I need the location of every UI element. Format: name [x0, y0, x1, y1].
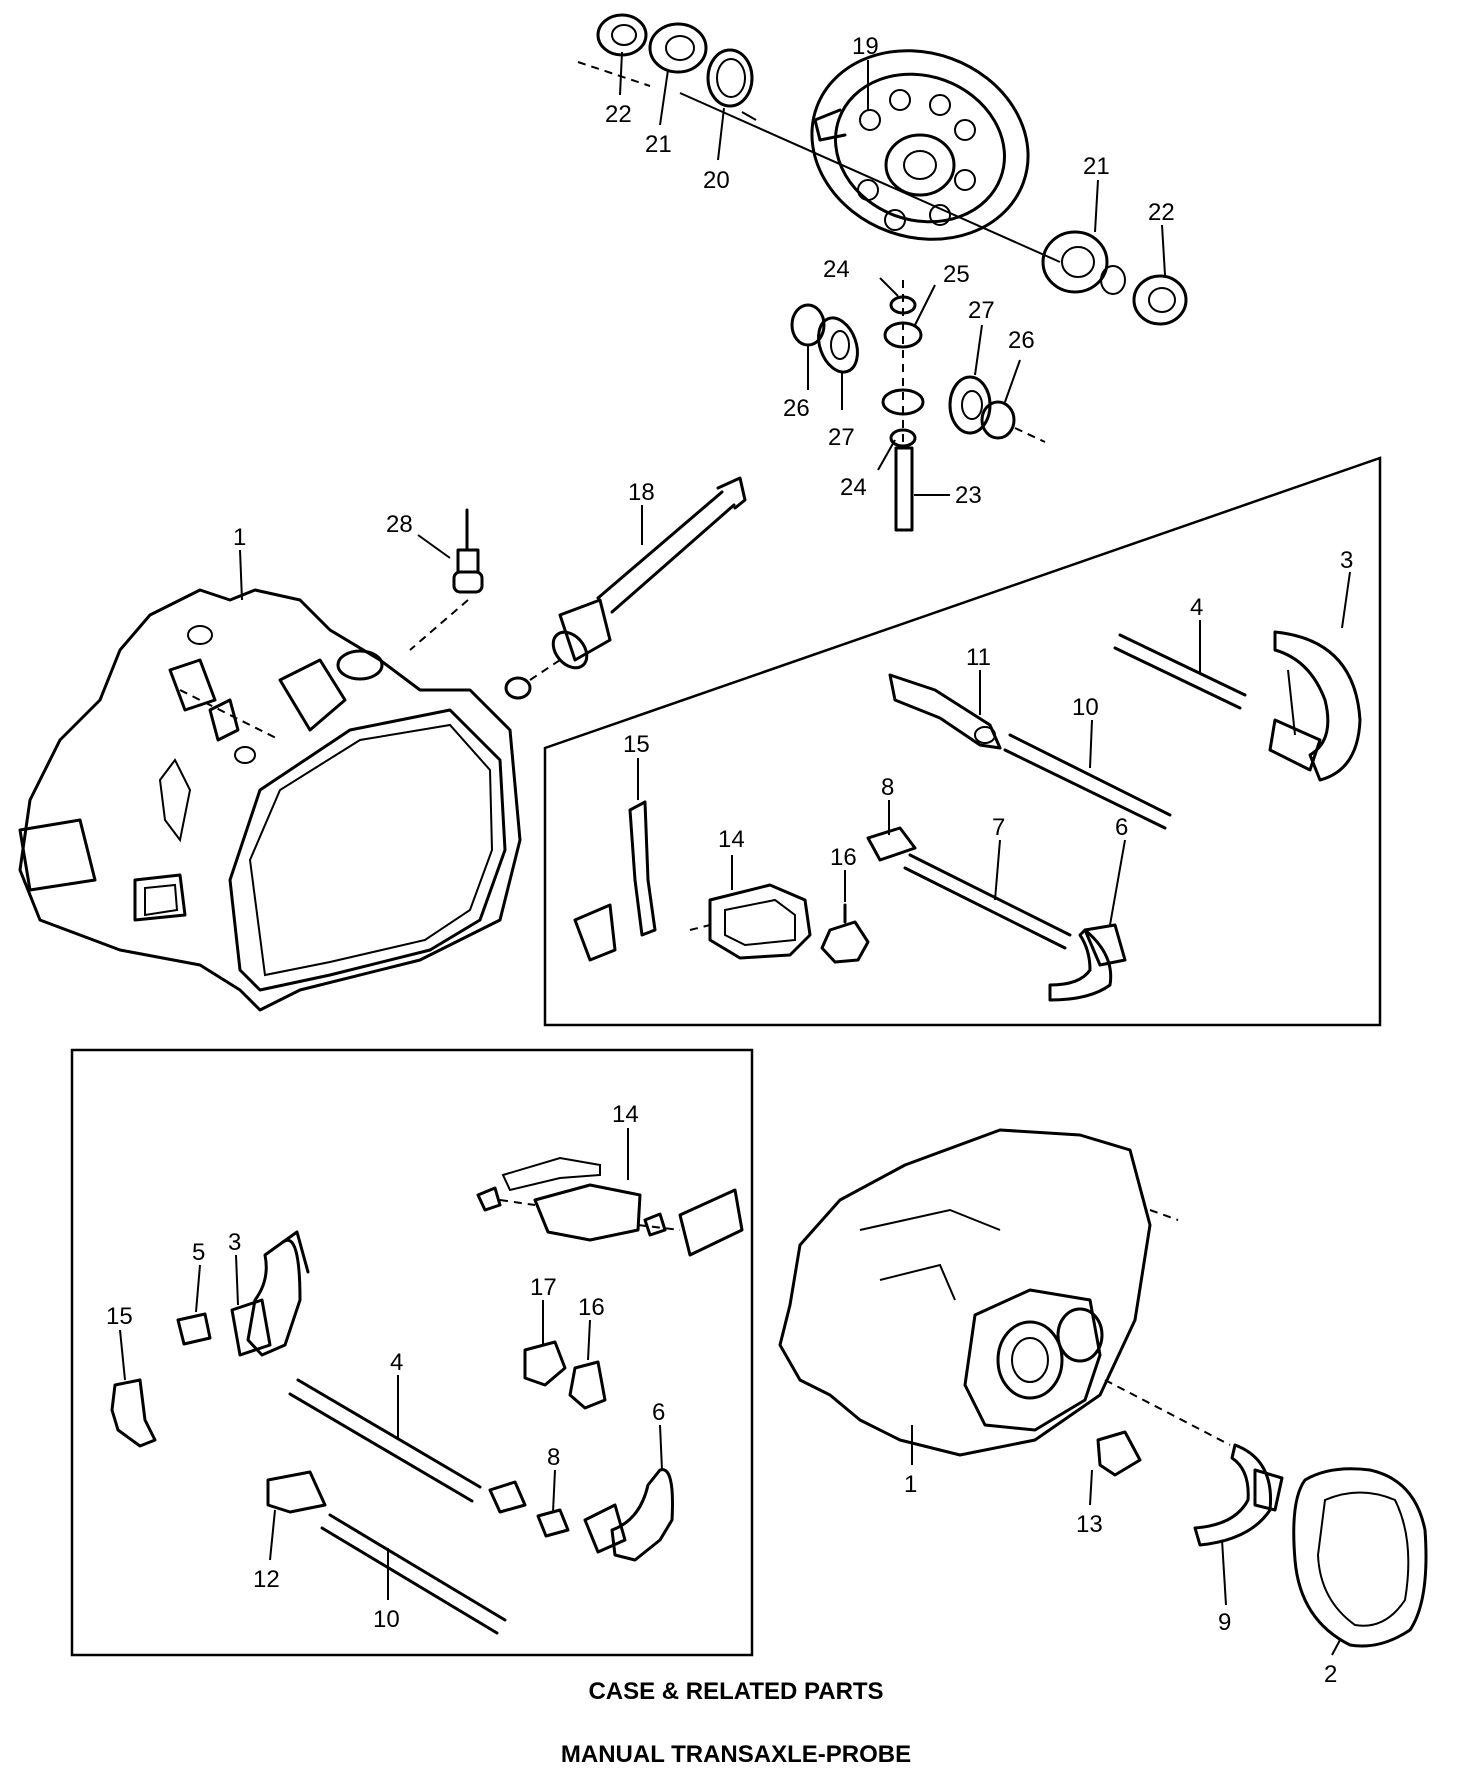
part-15-shift-lever-upper	[573, 800, 657, 962]
part-4-shift-rail-lower	[288, 1378, 482, 1503]
part-7-shift-rail-upper	[903, 853, 1072, 950]
callout-15-upper: 15	[623, 731, 650, 758]
part-3-shift-fork-upper	[1268, 630, 1362, 782]
leader-lines	[119, 51, 1351, 1656]
part-17-detent-lower	[523, 1340, 567, 1387]
callout-25: 25	[943, 261, 970, 288]
part-4-shift-rail-upper	[1113, 633, 1247, 710]
callout-4-lower: 4	[390, 1349, 403, 1376]
callout-4-upper: 4	[1190, 594, 1203, 621]
part-8-interlock-upper	[866, 826, 917, 862]
part-10-shift-rail-upper	[1003, 733, 1172, 830]
callout-10-lower: 10	[373, 1606, 400, 1633]
callout-1-lower: 1	[904, 1471, 917, 1498]
callout-5: 5	[192, 1239, 205, 1266]
callout-1-upper: 1	[233, 524, 246, 551]
part-1-transaxle-case-upper	[18, 588, 522, 1012]
callout-8-upper: 8	[881, 774, 894, 801]
callout-23: 23	[955, 482, 982, 509]
part-27-side-gear-left	[817, 316, 859, 374]
part-20-shim	[706, 48, 757, 121]
part-16-detent-lower	[568, 1360, 607, 1410]
callout-labels: 22 21 20 19 21 22 24 25 27 26 26 27 24 2…	[106, 33, 1353, 1688]
part-2-case-cover	[1292, 1467, 1428, 1648]
callout-20: 20	[703, 167, 730, 194]
callout-3-lower: 3	[228, 1229, 241, 1256]
part-10-shift-rail-lower	[320, 1513, 507, 1635]
part-14-bracket-lower	[476, 1156, 744, 1257]
callout-14-upper: 14	[718, 826, 745, 853]
callout-11: 11	[966, 644, 991, 671]
callout-19: 19	[852, 33, 879, 60]
callout-21-right: 21	[1083, 153, 1110, 180]
part-8-interlock-lower	[488, 1480, 570, 1538]
part-1-transaxle-case-lower	[778, 1128, 1231, 1457]
callout-28: 28	[386, 511, 413, 538]
part-22-bearing-cup-left	[596, 13, 648, 57]
part-21-bearing-right	[1041, 230, 1126, 295]
caption-title: CASE & RELATED PARTS	[588, 1678, 884, 1705]
callout-14-lower: 14	[612, 1101, 639, 1128]
caption-subtitle: MANUAL TRANSAXLE-PROBE	[560, 1741, 912, 1768]
callout-15-lower: 15	[106, 1303, 133, 1330]
callout-26-left: 26	[783, 395, 810, 422]
callout-16-lower: 16	[578, 1294, 605, 1321]
part-6-shift-fork-upper	[1048, 923, 1127, 1002]
callout-16-upper: 16	[830, 844, 857, 871]
callout-17: 17	[530, 1274, 557, 1301]
part-11-shift-rail-upper	[888, 673, 1002, 750]
part-23-pinion-shaft	[894, 280, 914, 532]
differential-assembly	[577, 13, 1188, 532]
part-13-interlock-sleeve	[1096, 1430, 1142, 1477]
part-26-washer-right	[980, 400, 1046, 443]
callout-27-left: 27	[828, 424, 855, 451]
callout-7: 7	[992, 814, 1005, 841]
part-9-shift-fork-side	[1193, 1443, 1284, 1547]
part-14-bracket-upper	[689, 883, 812, 960]
part-22-bearing-cup-right	[1132, 274, 1188, 326]
callout-8-lower: 8	[547, 1444, 560, 1471]
callout-9: 9	[1218, 1609, 1231, 1636]
part-21-bearing-left	[648, 22, 708, 74]
callout-18: 18	[628, 479, 655, 506]
part-16-detent-upper	[820, 903, 870, 964]
part-6-shift-fork-lower	[583, 1468, 674, 1562]
callout-27-right: 27	[968, 297, 995, 324]
callout-12: 12	[253, 1566, 280, 1593]
part-12-interlock-lower	[266, 1470, 327, 1514]
part-5-interlock-pin-lower	[176, 1312, 212, 1346]
callout-2: 2	[1324, 1661, 1337, 1688]
callout-24-bottom: 24	[840, 474, 867, 501]
callout-21-left: 21	[645, 131, 672, 158]
part-19-ring-gear	[810, 49, 1030, 241]
inset-box-lower-left	[70, 1048, 754, 1657]
part-26-washer-left	[790, 303, 826, 347]
callout-24-top: 24	[823, 256, 850, 283]
part-28-speedometer-driven-gear	[409, 508, 484, 651]
callout-26-right: 26	[1008, 327, 1035, 354]
callout-6-lower: 6	[652, 1399, 665, 1426]
part-18-shift-rod	[504, 476, 747, 700]
callout-22-right: 22	[1148, 199, 1175, 226]
callout-13: 13	[1076, 1511, 1103, 1538]
inset-box-upper-right	[543, 456, 1382, 1027]
part-15-shift-lever-lower	[110, 1378, 157, 1448]
callout-3-upper: 3	[1340, 547, 1353, 574]
callout-22-left: 22	[605, 101, 632, 128]
part-3-shift-fork-lower	[230, 1230, 310, 1357]
callout-6-upper: 6	[1115, 814, 1128, 841]
callout-10-upper: 10	[1072, 694, 1099, 721]
